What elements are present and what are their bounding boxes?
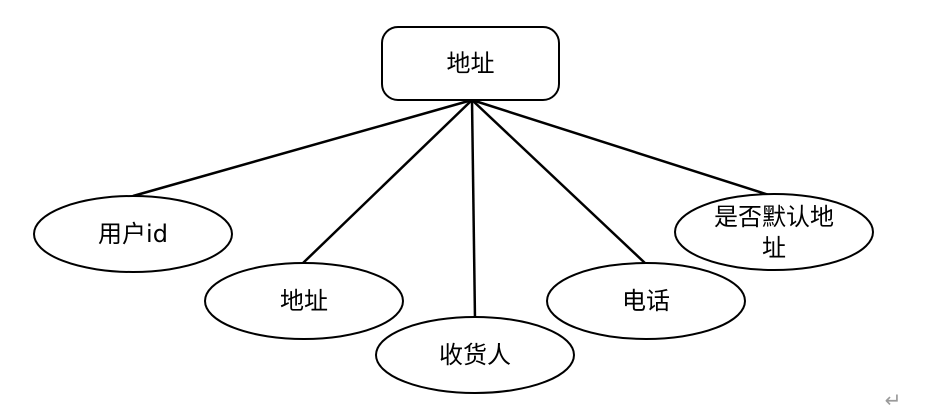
attribute-label-is-default-address-line-2: 址 xyxy=(762,234,786,262)
entity-box xyxy=(381,26,560,101)
attribute-ellipse xyxy=(546,262,746,340)
connectors xyxy=(132,98,773,321)
attribute-label-phone: 电话 xyxy=(622,287,670,315)
attribute-label-user-id: 用户id xyxy=(98,220,168,248)
edge-to-is-default-address xyxy=(471,98,773,198)
edge-to-user-id xyxy=(132,98,473,198)
attribute-ellipse xyxy=(674,193,874,271)
attribute-ellipse xyxy=(375,316,575,394)
edge-to-phone xyxy=(471,99,647,265)
attribute-ellipse xyxy=(33,195,233,273)
attribute-receiver: 收货人 xyxy=(375,316,575,394)
entity-node: 地址 xyxy=(381,26,560,101)
attribute-label-receiver: 收货人 xyxy=(439,341,511,369)
attribute-label-is-default-address-line-1: 是否默认地 xyxy=(714,203,834,231)
edge-to-address xyxy=(301,99,473,265)
attribute-is-default-address: 是否默认地 址 xyxy=(674,193,874,271)
edge-to-receiver xyxy=(470,99,477,321)
attribute-ellipse xyxy=(204,262,404,340)
attribute-address: 地址 xyxy=(204,262,404,340)
entity-label: 地址 xyxy=(447,50,495,78)
attribute-user-id: 用户id xyxy=(33,195,233,273)
attribute-label-address: 地址 xyxy=(280,287,328,315)
paragraph-mark-icon: ↵ xyxy=(885,388,902,412)
attribute-phone: 电话 xyxy=(546,262,746,340)
